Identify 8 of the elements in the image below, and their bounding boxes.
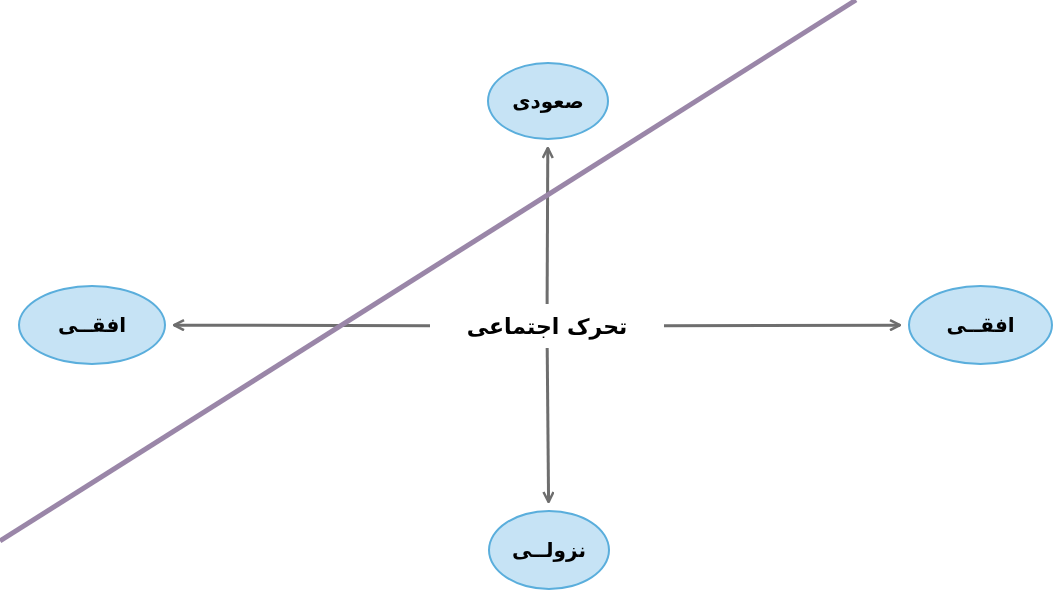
oval-node: افقــی — [18, 285, 166, 365]
arrow — [541, 146, 554, 304]
oval-node: افقــی — [908, 285, 1053, 365]
oval-node: نزولــی — [488, 510, 610, 590]
arrow — [172, 318, 430, 332]
arrow — [664, 318, 902, 332]
arrow — [542, 348, 555, 504]
oval-node: صعودی — [487, 62, 609, 140]
